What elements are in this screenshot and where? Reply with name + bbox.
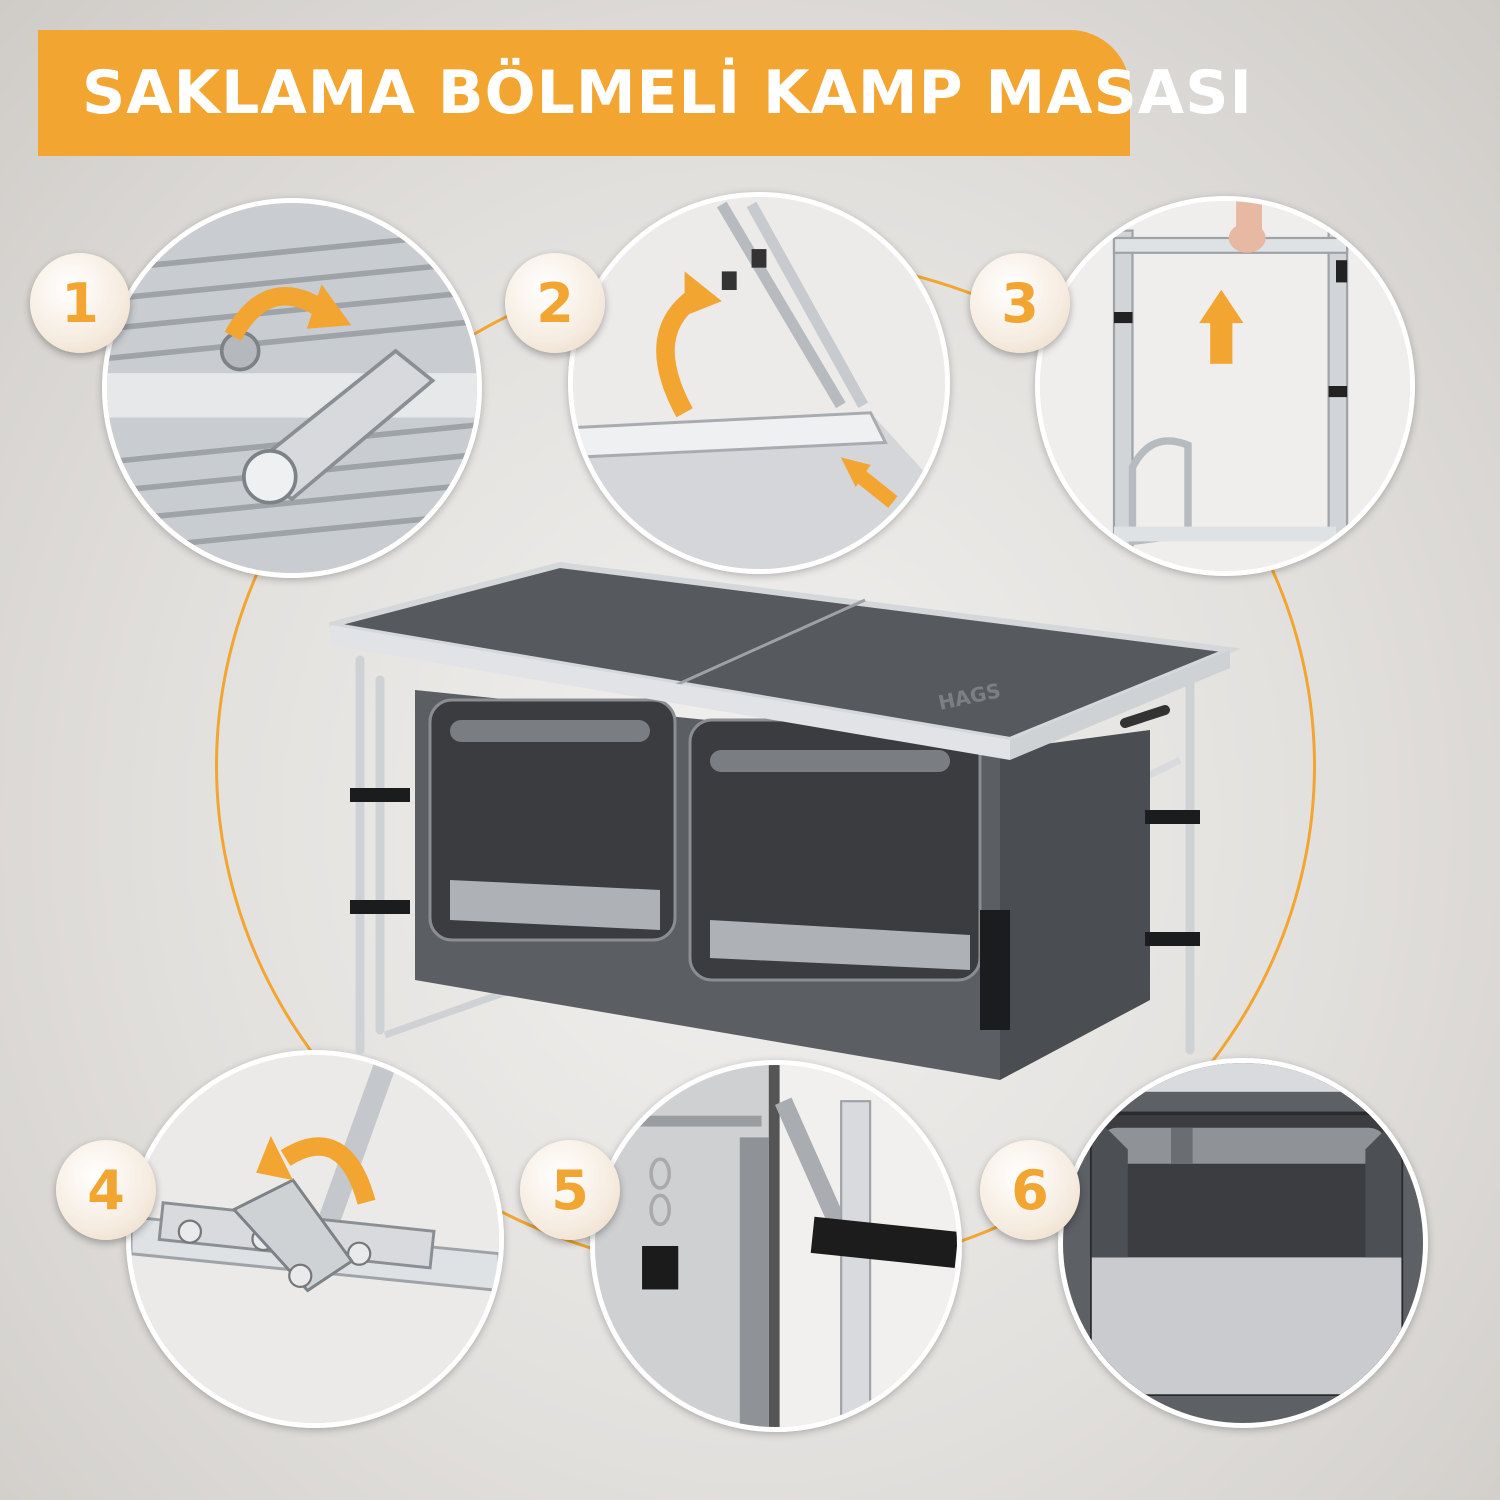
step-4-image — [126, 1050, 504, 1428]
strap-hook-icon — [595, 1065, 957, 1427]
lift-frame-icon — [1040, 201, 1410, 571]
title-banner: SAKLAMA BÖLMELİ KAMP MASASI — [38, 30, 1252, 156]
step-6-image — [1058, 1058, 1428, 1428]
step-number: 2 — [536, 271, 574, 335]
step-badge-5: 5 — [520, 1140, 620, 1240]
step-1-image — [102, 198, 482, 578]
step-number: 3 — [1001, 271, 1039, 335]
step-number: 1 — [61, 271, 99, 335]
step-badge-3: 3 — [970, 253, 1070, 353]
step-number: 4 — [87, 1158, 125, 1222]
step-number: 6 — [1011, 1158, 1049, 1222]
step-badge-2: 2 — [505, 253, 605, 353]
step-2-image — [568, 192, 950, 574]
step-badge-1: 1 — [30, 253, 130, 353]
step-5-image — [590, 1060, 962, 1432]
hinge-lock-icon — [131, 1055, 499, 1423]
page-title: SAKLAMA BÖLMELİ KAMP MASASI — [82, 58, 1253, 128]
storage-compartment-icon — [1063, 1063, 1423, 1423]
latch-icon — [107, 203, 477, 573]
folding-leg-icon — [573, 197, 945, 569]
step-number: 5 — [551, 1158, 589, 1222]
camp-table-icon: HAGS — [329, 561, 1240, 1080]
step-badge-4: 4 — [56, 1140, 156, 1240]
step-badge-6: 6 — [980, 1140, 1080, 1240]
camp-table-image: HAGS — [320, 560, 1240, 1100]
step-3-image — [1035, 196, 1415, 576]
